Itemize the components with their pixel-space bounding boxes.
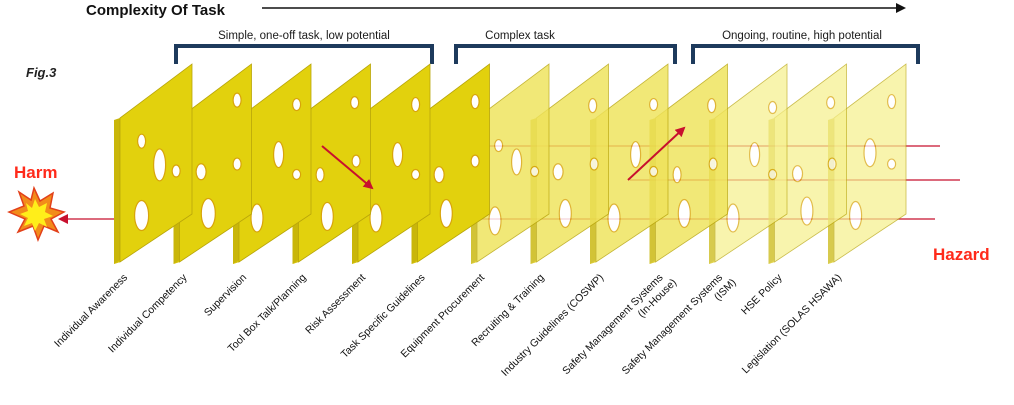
slice-hole xyxy=(232,92,242,108)
slice-hole xyxy=(315,167,325,183)
slice-hole xyxy=(607,203,621,233)
deflection-arrow xyxy=(321,145,374,190)
slice-edge xyxy=(114,118,120,264)
slice-hole xyxy=(351,154,361,168)
group-label: Simple, one-off task, low potential xyxy=(218,30,390,42)
slice-hole xyxy=(292,97,302,112)
slice-label: Industry Guidelines (COSWP) xyxy=(499,272,606,379)
slice-label: Supervision xyxy=(202,272,249,319)
slice-hole xyxy=(273,140,285,169)
slice-hole xyxy=(171,164,181,178)
slice-hole xyxy=(767,168,778,181)
group-label: Ongoing, routine, high potential xyxy=(722,30,882,42)
slice-hole xyxy=(134,199,150,232)
slice-hole xyxy=(470,154,480,168)
slice-hole xyxy=(863,138,877,168)
slice-hole xyxy=(292,168,302,181)
slice-hole xyxy=(439,198,453,229)
slice-hole xyxy=(488,206,502,236)
hazard-label: Hazard xyxy=(933,245,990,264)
slice-hole xyxy=(800,196,814,226)
group-bracket-simple: Simple, one-off task, low potential xyxy=(174,30,434,64)
deflection-arrow xyxy=(627,126,686,181)
slice-hole xyxy=(552,163,564,181)
slice-label: HSE Policy xyxy=(739,271,785,317)
slice-hole xyxy=(529,165,540,178)
cheese-slice xyxy=(709,63,788,264)
slice-hole xyxy=(558,198,572,229)
slice-labels: Legislation (SOLAS HSAWA)HSE PolicySafet… xyxy=(52,267,844,386)
slice-hole xyxy=(726,203,740,233)
slice-hole xyxy=(791,165,804,183)
slice-hole xyxy=(433,166,445,184)
slice-hole xyxy=(470,93,480,110)
slice-hole xyxy=(827,157,837,171)
slice-hole xyxy=(195,163,207,181)
slice-hole xyxy=(648,97,659,112)
slice-hole xyxy=(886,158,897,170)
group-bracket-ongoing: Ongoing, routine, high potential xyxy=(691,30,920,64)
slices-layer xyxy=(58,63,960,264)
cheese-slice xyxy=(590,63,669,264)
cheese-slice xyxy=(471,63,550,264)
slice-hole xyxy=(350,96,360,110)
slice-hole xyxy=(392,141,404,168)
slice-hole xyxy=(707,98,717,114)
diagram-title: Complexity Of Task xyxy=(86,2,226,19)
slice-hole xyxy=(137,133,147,149)
slice-hole xyxy=(232,157,242,171)
slice-hole xyxy=(250,203,264,233)
slice-hole xyxy=(411,96,421,113)
deflection-arrows xyxy=(321,126,686,190)
slice-hole xyxy=(494,138,504,153)
slice-hole xyxy=(886,93,897,110)
slice-hole xyxy=(200,197,216,230)
slice-hole xyxy=(677,198,691,229)
slice-hole xyxy=(708,157,718,171)
group-bracket-complex: Complex task xyxy=(454,30,677,64)
slice-hole xyxy=(510,148,523,176)
slice-hole xyxy=(826,96,836,110)
slice-hole xyxy=(748,141,761,168)
explosion-icon xyxy=(7,185,66,243)
group-label: Complex task xyxy=(485,30,555,42)
slice-label: Legislation (SOLAS HSAWA) xyxy=(740,272,844,376)
slice-hole xyxy=(369,203,383,233)
slice-hole xyxy=(153,148,167,182)
figure-label: Fig.3 xyxy=(26,65,57,80)
cheese-slice xyxy=(114,63,193,264)
slice-hole xyxy=(848,200,863,231)
slice-label: Safety Management Systems(ISM) xyxy=(620,267,739,386)
slice-hole xyxy=(648,165,659,178)
slice-hole xyxy=(588,98,598,114)
slice-hole xyxy=(629,140,642,169)
cheese-slice xyxy=(411,63,490,264)
slice-hole xyxy=(767,100,778,115)
slice-hole xyxy=(320,201,334,232)
slice-label: Risk Assessment xyxy=(303,272,368,337)
slice-hole xyxy=(672,166,682,184)
slice-hole xyxy=(589,157,599,171)
harm-label: Harm xyxy=(14,163,57,182)
slice-hole xyxy=(411,168,421,181)
cheese-slice xyxy=(828,63,907,264)
